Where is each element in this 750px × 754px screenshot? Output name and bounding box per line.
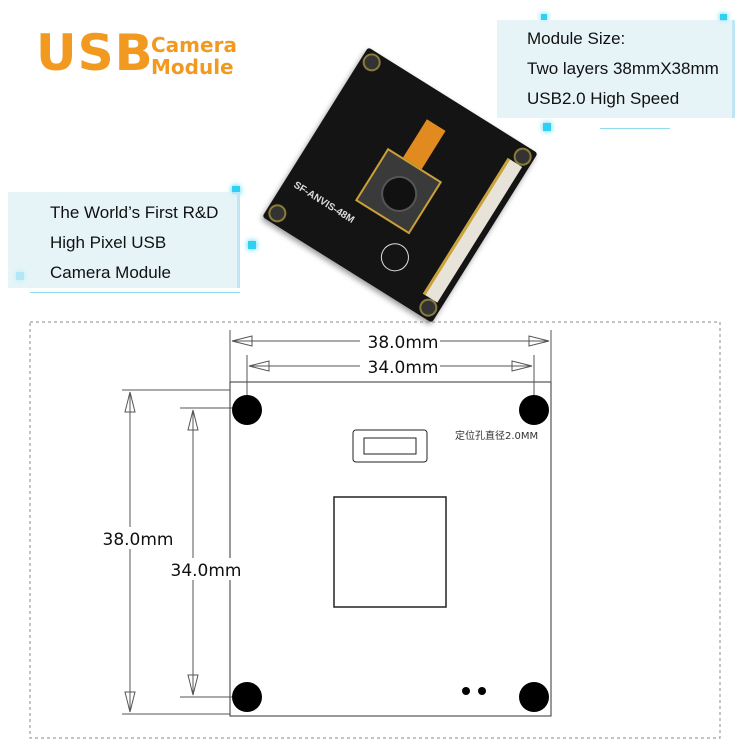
arrow-icon — [187, 674, 199, 696]
spec-box: Module Size: Two layers 38mmX38mm USB2.0… — [497, 20, 735, 118]
logo-line-camera: Camera — [151, 33, 237, 57]
feature-line: High Pixel USB — [50, 233, 167, 252]
arrow-icon — [124, 691, 136, 713]
glow-dot-decoration — [720, 14, 727, 21]
mounting-hole — [519, 682, 549, 712]
logo-usb: USB — [36, 24, 154, 82]
mounting-hole — [232, 395, 262, 425]
glow-dot-decoration — [543, 123, 551, 131]
label-bg — [100, 527, 172, 549]
accent-line — [30, 292, 240, 293]
mounting-hole — [232, 682, 262, 712]
arrow-icon — [511, 360, 533, 372]
board-outline — [229, 381, 552, 717]
glow-dot-decoration — [248, 241, 256, 249]
arrow-icon — [231, 335, 253, 347]
pad-dot — [462, 687, 470, 695]
connector-outline — [352, 429, 428, 463]
arrow-icon — [124, 391, 136, 413]
feature-line: Camera Module — [50, 263, 171, 282]
spec-line: Two layers 38mmX38mm — [527, 59, 719, 78]
glow-dot-decoration — [232, 186, 240, 194]
spec-line: Module Size: — [527, 29, 626, 48]
connector-inner — [363, 437, 417, 455]
hole-note: 定位孔直径2.0MM — [455, 429, 538, 442]
mounting-hole — [519, 395, 549, 425]
label-bg — [360, 357, 440, 375]
logo-subtitle: Camera Module — [151, 34, 237, 78]
arrow-icon — [528, 335, 550, 347]
drawing-frame — [29, 321, 721, 739]
feature-box: The World’s First R&D High Pixel USB Cam… — [8, 192, 240, 288]
logo-line-module: Module — [151, 55, 234, 79]
inner-height-label: 34.0mm — [171, 561, 242, 581]
spec-line: USB2.0 High Speed — [527, 89, 680, 108]
sensor-outline — [333, 496, 447, 608]
outer-height-label: 38.0mm — [103, 530, 174, 550]
feature-line: The World’s First R&D — [50, 203, 219, 222]
arrow-icon — [248, 360, 270, 372]
glow-dot-decoration — [541, 14, 547, 20]
outer-width-label: 38.0mm — [368, 333, 439, 353]
inner-width-label: 34.0mm — [368, 358, 439, 378]
accent-line — [600, 128, 670, 129]
label-bg — [168, 558, 240, 580]
label-bg — [360, 332, 440, 350]
arrow-icon — [187, 409, 199, 431]
pad-dot — [478, 687, 486, 695]
